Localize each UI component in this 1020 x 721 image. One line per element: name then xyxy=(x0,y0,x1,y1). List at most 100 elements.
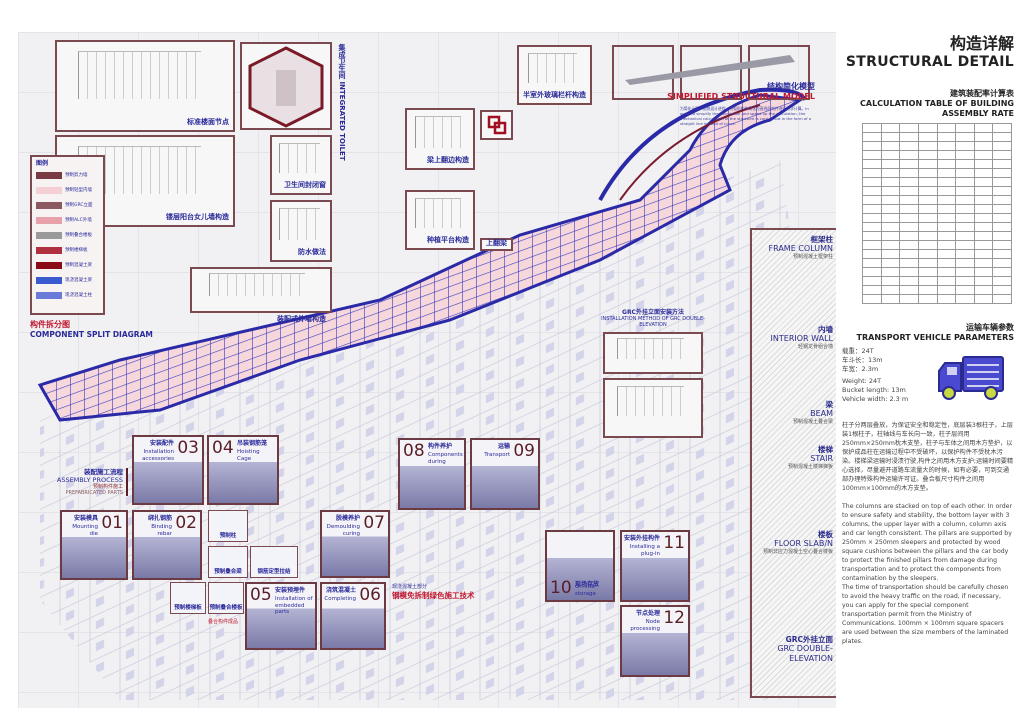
detail-label: 镂层阳台女儿墙构造 xyxy=(166,213,229,221)
table-row xyxy=(862,177,1012,187)
table-cell xyxy=(862,204,882,214)
model-description: 为简化计算，加快设计进程，将弧形构件简化为直线段构件进行力学计算。In orde… xyxy=(680,106,812,126)
process-step-04: 04 吊装钢筋笼 Hoisting Cage xyxy=(207,435,279,505)
step-label-cn: 安装模具 xyxy=(73,515,98,522)
table-row xyxy=(862,267,1012,277)
model-title-en: SIMPLIFIED STRUCTURAL MODEL xyxy=(667,92,815,101)
split-title-en: COMPONENT SPLIT DIAGRAM xyxy=(30,330,153,339)
model-frame-1 xyxy=(612,45,674,100)
grc-title-cn: GRC外挂立面安装方法 xyxy=(622,309,684,316)
table-cell xyxy=(992,141,1012,151)
table-cell xyxy=(992,240,1012,250)
table-cell xyxy=(899,177,919,187)
step-number: 11 xyxy=(663,533,685,553)
component-desc: 预制混凝土框架柱 xyxy=(792,254,833,260)
table-cell xyxy=(955,249,975,259)
steel-form-sub: 现浇混凝土部分 xyxy=(392,584,428,590)
table-cell xyxy=(899,123,919,133)
table-cell xyxy=(973,141,994,151)
step-label-cn: 节点处理 xyxy=(635,610,660,617)
process-sub-cn: 预制构件施工 xyxy=(92,484,123,490)
table-cell xyxy=(973,123,994,133)
legend-title: 图例 xyxy=(36,160,49,167)
step-label-en: Installation of embedded parts xyxy=(275,596,313,615)
table-cell xyxy=(899,258,919,268)
component-name-cn: 内墙 xyxy=(818,325,833,334)
table-cell xyxy=(862,240,882,250)
table-cell xyxy=(955,195,975,205)
process-step-10: 10 现场存放 On-site storage xyxy=(545,530,615,602)
table-cell xyxy=(862,267,882,277)
table-cell xyxy=(973,231,994,241)
process-step-05: 05 安装预埋件 Installation of embedded parts xyxy=(245,582,317,650)
assembly-process-title: 装配施工流程 ASSEMBLY PROCESS 预制构件施工 PREFABRIC… xyxy=(46,468,128,496)
page-title-cn: 构造详解 xyxy=(949,34,1014,53)
table-cell xyxy=(992,258,1012,268)
table-row xyxy=(862,222,1012,232)
component-name-cn: 框架柱 xyxy=(810,235,834,244)
legend-swatch xyxy=(36,187,62,194)
process-title-en: ASSEMBLY PROCESS xyxy=(56,476,123,484)
table-cell xyxy=(917,285,938,295)
table-cell xyxy=(917,240,938,250)
table-cell xyxy=(880,141,901,151)
component-desc: 预制混凝土叠合梁 xyxy=(792,419,833,425)
step-label-cn: 构件养护 xyxy=(428,443,453,450)
table-cell xyxy=(955,168,975,178)
transport-text-en-1: The columns are stacked on top of each o… xyxy=(842,503,1012,582)
process-title-cn: 装配施工流程 xyxy=(84,468,123,476)
table-cell xyxy=(936,222,957,232)
table-cell xyxy=(936,276,957,286)
step-number: 02 xyxy=(175,513,197,533)
table-cell xyxy=(917,276,938,286)
step-label-en: Binding rebar xyxy=(151,524,172,537)
calc-table-title-en-2: ASSEMBLY RATE xyxy=(942,109,1014,118)
table-cell xyxy=(862,150,882,160)
component-name-cn: 楼梯 xyxy=(818,445,833,454)
table-cell xyxy=(973,168,994,178)
process-step-07: 07 脱模养护 Demoulding curing xyxy=(320,510,390,578)
transport-text-cn: 柱子分两层叠放，为保证安全和稳定性，底层装3根柱子，上层装1根柱子，柱轴线与车长… xyxy=(842,422,1014,492)
table-cell xyxy=(899,159,919,169)
legend-label: 预制剪力墙 xyxy=(65,173,88,178)
step-number: 03 xyxy=(177,438,199,458)
table-cell xyxy=(899,249,919,259)
part-label: 预制叠合梁 xyxy=(214,568,242,575)
step-label-cn: 安装配件 xyxy=(149,440,174,447)
step-number: 04 xyxy=(212,438,234,458)
process-step-02: 02 绑扎钢筋 Binding rebar xyxy=(132,510,202,580)
detail-label: 防水做法 xyxy=(298,248,326,256)
table-row xyxy=(862,276,1012,286)
table-cell xyxy=(992,231,1012,241)
table-cell xyxy=(880,249,901,259)
legend-swatch xyxy=(36,262,62,269)
table-cell xyxy=(936,285,957,295)
table-cell xyxy=(917,213,938,223)
table-cell xyxy=(917,294,938,304)
table-cell xyxy=(899,204,919,214)
param: 载重：24T xyxy=(842,347,874,355)
table-cell xyxy=(862,222,882,232)
step-label-cn: 绑扎钢筋 xyxy=(147,515,172,522)
table-cell xyxy=(992,249,1012,259)
calc-table-title-cn: 建筑装配率计算表 xyxy=(950,89,1014,98)
table-cell xyxy=(955,240,975,250)
table-cell xyxy=(899,222,919,232)
step-number: 10 xyxy=(550,578,572,598)
table-cell xyxy=(917,159,938,169)
component-name-en: FRAME COLUMN xyxy=(768,244,834,253)
table-cell xyxy=(917,141,938,151)
table-cell xyxy=(880,222,901,232)
table-cell xyxy=(955,186,975,196)
table-cell xyxy=(992,150,1012,160)
detail-floor-node: 标准楼面节点 xyxy=(55,40,235,132)
detail-label: 上翻梁 xyxy=(486,239,507,247)
table-cell xyxy=(973,132,994,142)
toilet-title-en: INTEGRATED TOILET xyxy=(338,81,346,161)
table-cell xyxy=(899,141,919,151)
table-cell xyxy=(917,150,938,160)
